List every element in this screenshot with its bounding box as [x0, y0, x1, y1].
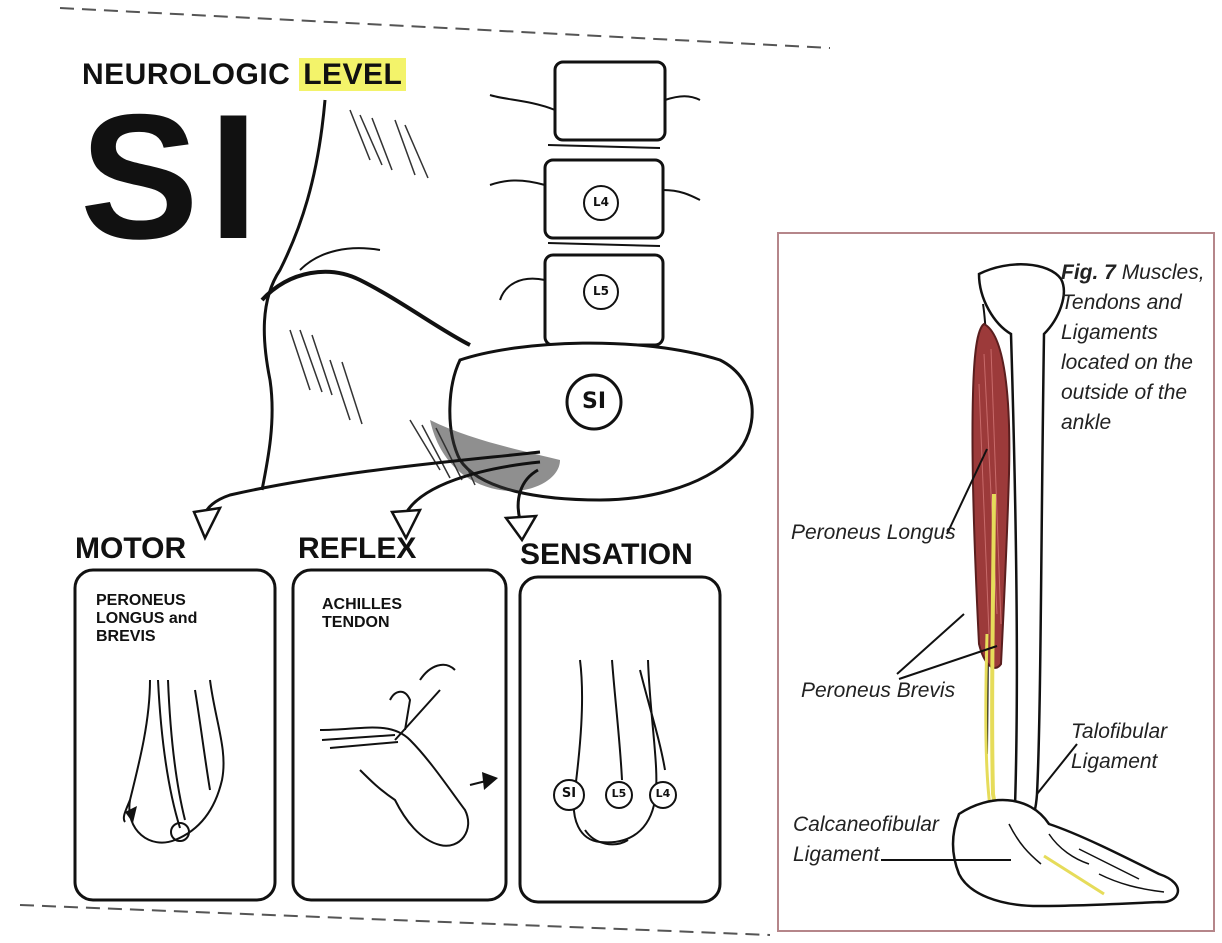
vertebra-label-s1: SI — [574, 389, 614, 414]
motor-muscles-text: PERONEUS LONGUS and BREVIS — [96, 592, 197, 646]
reflex-tendon-text: ACHILLES TENDON — [322, 596, 402, 632]
dermatome-label-s1: SI — [554, 786, 584, 801]
vertebra-label-l4: L4 — [589, 195, 613, 209]
label-calcaneofibular-ligament: Calcaneofibular Ligament — [793, 810, 939, 870]
ankle-figure-panel: Fig. 7 Muscles, Tendons and Ligaments lo… — [777, 232, 1215, 932]
neurologic-level-diagram: NEUROLOGIC LEVEL SI L4 L5 SI MOTOR REFLE… — [0, 0, 830, 943]
reflex-heading: REFLEX — [298, 532, 416, 566]
figure-caption: Fig. 7 Muscles, Tendons and Ligaments lo… — [1061, 258, 1213, 438]
motor-heading: MOTOR — [75, 532, 186, 566]
title-highlight: LEVEL — [299, 58, 406, 91]
label-peroneus-longus: Peroneus Longus — [791, 518, 956, 548]
dermatome-label-l4: L4 — [650, 787, 676, 800]
dermatome-label-l5: L5 — [606, 787, 632, 800]
vertebra-label-l5: L5 — [589, 284, 613, 298]
label-peroneus-brevis: Peroneus Brevis — [801, 676, 955, 706]
figure-caption-text: Muscles, Tendons and Ligaments located o… — [1061, 261, 1205, 434]
sensation-heading: SENSATION — [520, 538, 693, 572]
label-talofibular-ligament: Talofibular Ligament — [1071, 717, 1167, 777]
figure-number: Fig. 7 — [1061, 261, 1116, 284]
level-label: SI — [80, 88, 268, 266]
